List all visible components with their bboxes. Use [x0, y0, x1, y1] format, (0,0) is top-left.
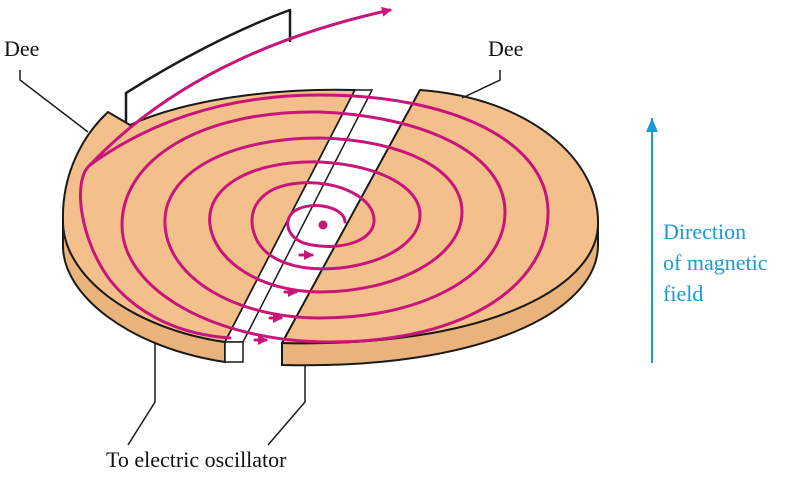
- dee-right-label: Dee: [488, 36, 523, 61]
- dee-right-leader: [461, 70, 501, 99]
- ion-source-dot: [318, 220, 328, 230]
- oscillator-leader-left: [127, 342, 156, 446]
- leader-lines: [19, 70, 501, 446]
- oscillator-label: To electric oscillator: [106, 447, 287, 472]
- direction-arrows: [253, 250, 314, 345]
- field-label-line1: Direction: [663, 219, 746, 244]
- particle-path: [79, 6, 550, 345]
- oscillator-leader-right: [267, 365, 306, 446]
- deflector-plate: [124, 8, 292, 122]
- spiral-path: [79, 93, 550, 344]
- field-label-line2: of magnetic: [663, 250, 768, 275]
- dee-left-label: Dee: [4, 36, 39, 61]
- dee-left-leader: [19, 70, 89, 133]
- field-label-line3: field: [663, 281, 703, 306]
- exit-beam: [88, 6, 392, 167]
- dee-gap: [223, 89, 420, 363]
